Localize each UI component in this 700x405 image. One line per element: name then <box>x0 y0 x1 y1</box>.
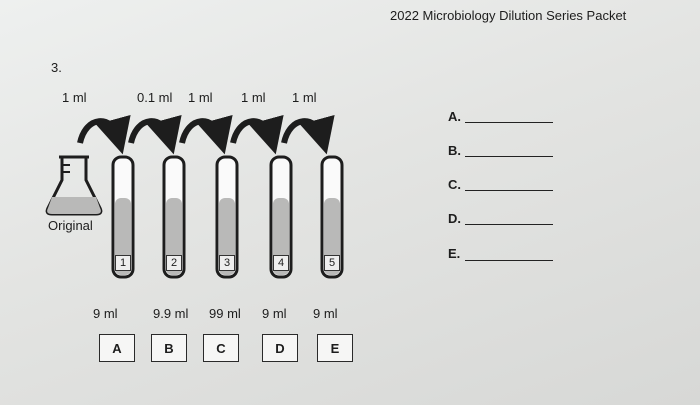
flask-icon <box>45 155 103 216</box>
answer-blank-b[interactable] <box>465 156 553 157</box>
answer-label-e: E. <box>448 246 461 261</box>
transfer-volume-label: 0.1 ml <box>137 90 173 105</box>
transfer-arrow <box>179 114 233 155</box>
transfer-arrow <box>77 114 131 155</box>
question-number: 3. <box>51 60 62 75</box>
answer-label-a: A. <box>448 109 461 124</box>
tube-letter-box: C <box>203 334 239 362</box>
answer-blank-e[interactable] <box>465 260 553 261</box>
transfer-volume-label: 1 ml <box>188 90 213 105</box>
tube-number: 2 <box>166 255 182 271</box>
tube-letter-box: D <box>262 334 298 362</box>
tube-volume-label: 9 ml <box>262 306 287 321</box>
tube-letter-box: A <box>99 334 135 362</box>
tube-volume-label: 99 ml <box>209 306 241 321</box>
tube-volume-label: 9 ml <box>93 306 118 321</box>
original-label: Original <box>48 218 93 233</box>
tube-number: 4 <box>273 255 289 271</box>
transfer-volume-label: 1 ml <box>241 90 266 105</box>
tube-number: 5 <box>324 255 340 271</box>
tube-number: 1 <box>115 255 131 271</box>
answer-blank-a[interactable] <box>465 122 553 123</box>
tube-number: 3 <box>219 255 235 271</box>
answer-label-d: D. <box>448 211 461 226</box>
answer-blank-d[interactable] <box>465 224 553 225</box>
transfer-volume-label: 1 ml <box>62 90 87 105</box>
answer-label-b: B. <box>448 143 461 158</box>
transfer-arrow <box>230 114 284 155</box>
tube-letter-box: E <box>317 334 353 362</box>
tube-volume-label: 9.9 ml <box>153 306 189 321</box>
answer-label-c: C. <box>448 177 461 192</box>
transfer-volume-label: 1 ml <box>292 90 317 105</box>
tube-letter-box: B <box>151 334 187 362</box>
answer-blank-c[interactable] <box>465 190 553 191</box>
packet-title: 2022 Microbiology Dilution Series Packet <box>390 8 627 23</box>
tube-volume-label: 9 ml <box>313 306 338 321</box>
transfer-arrow <box>281 114 335 155</box>
transfer-arrow <box>128 114 182 155</box>
